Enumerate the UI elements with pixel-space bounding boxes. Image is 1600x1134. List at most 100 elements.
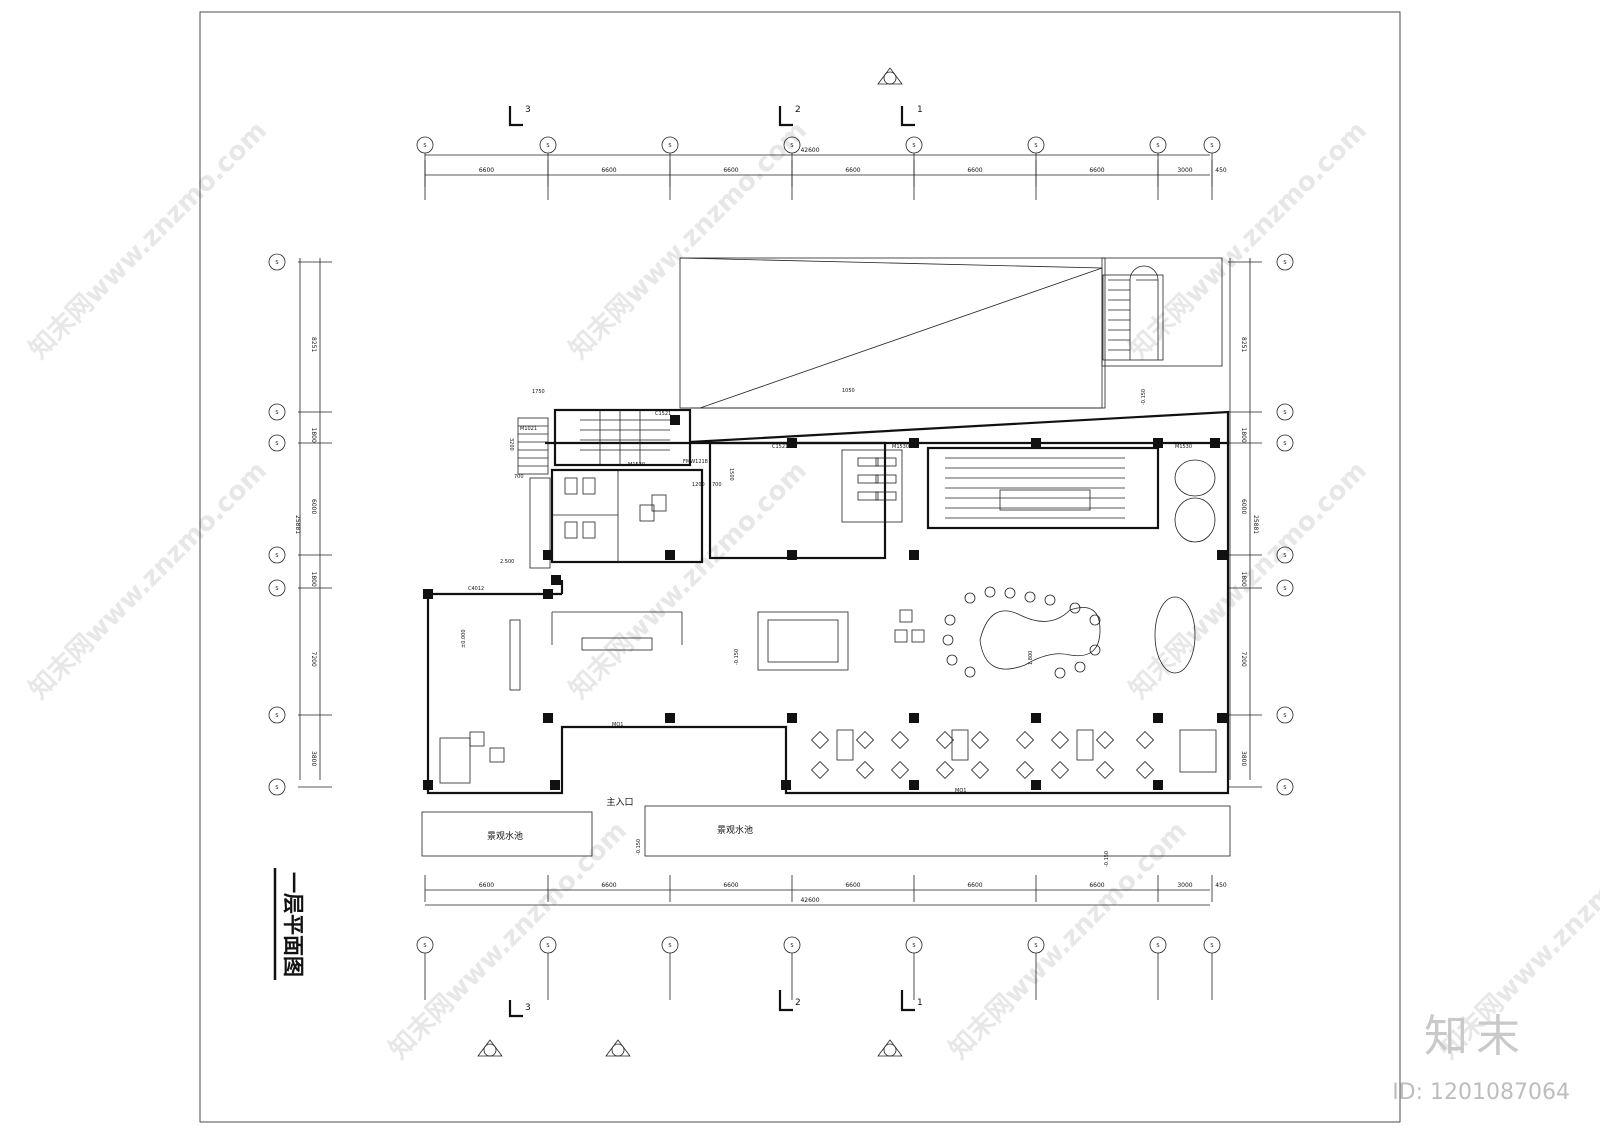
grid-bubble	[1203, 936, 1221, 954]
column	[1210, 438, 1220, 448]
grid-bubble-label: S	[275, 441, 278, 447]
grid-bubble	[539, 936, 557, 954]
level-1: ±0.000	[461, 629, 467, 648]
grid-bubble-label: S	[1283, 586, 1286, 592]
grid-bubble	[268, 546, 286, 564]
grid-bubble	[416, 936, 434, 954]
chair	[1095, 730, 1115, 750]
level-2: -0.150	[636, 839, 642, 855]
dim-label: 3800	[1240, 751, 1247, 766]
grid-bubble-label: S	[423, 143, 426, 149]
dim-label: 1800	[310, 572, 317, 587]
dim-label: 6600	[845, 167, 860, 174]
brand-logo: 知末	[1424, 1011, 1528, 1062]
dim-total-right: 25881	[1252, 515, 1259, 534]
chair	[935, 730, 955, 750]
section-mark-1-top: 1	[917, 105, 923, 115]
pool-right	[644, 805, 1231, 857]
level-4: -0.150	[1141, 389, 1147, 405]
columns-layer	[423, 415, 1227, 790]
upper-terrace	[679, 257, 1223, 409]
column	[909, 438, 919, 448]
dim-label: 6600	[479, 882, 494, 889]
chair	[1050, 730, 1070, 750]
section-marks: 3 2 1 3 2 1	[508, 105, 923, 1018]
grid-bubble	[783, 136, 801, 154]
grid-bubble-label: S	[275, 260, 278, 266]
grid-bubble-label: S	[275, 553, 278, 559]
chair	[1135, 730, 1155, 750]
furniture	[439, 459, 1217, 784]
dim-label: 450	[1215, 167, 1227, 174]
watermark: 知末网www.znzmo.com	[384, 816, 633, 1065]
watermark: 知末网www.znzmo.com	[944, 816, 1193, 1065]
grid-bubble-label: S	[275, 586, 278, 592]
drawing-id: ID: 1201087064	[1392, 1080, 1570, 1105]
dim-small: 1050	[842, 388, 855, 394]
central-table	[757, 611, 849, 671]
bar-counter	[979, 607, 1101, 670]
grid-bubble	[268, 434, 286, 452]
section-mark-1-bottom: 1	[917, 998, 923, 1008]
chair	[944, 614, 956, 626]
grid-bubble	[1276, 403, 1294, 421]
booth-table	[836, 729, 854, 761]
grid-bubble	[416, 136, 434, 154]
grid-bubble-label: S	[912, 143, 915, 149]
grid-bubble	[1276, 434, 1294, 452]
door-tag: M1530	[1175, 444, 1192, 450]
booth-table	[1076, 729, 1094, 761]
dim-label: 1800	[310, 428, 317, 443]
chair	[1054, 667, 1066, 679]
grid-bubble-label: S	[1034, 143, 1037, 149]
column	[543, 550, 553, 560]
section-mark-2-bottom: 2	[795, 998, 801, 1008]
section-mark-3-bottom: 3	[525, 1003, 531, 1013]
watermark: 知末网www.znzmo.com	[24, 116, 273, 365]
column	[787, 550, 797, 560]
dim-small: 700	[514, 474, 524, 480]
dim-small: 700	[712, 482, 722, 488]
watermark: 知末网www.znzmo.com	[564, 456, 813, 705]
dim-label: 6600	[967, 167, 982, 174]
core-area	[517, 408, 704, 569]
dim-label: 6600	[845, 882, 860, 889]
chair	[970, 730, 990, 750]
column	[550, 780, 560, 790]
column	[423, 589, 433, 599]
watermark: 知末网www.znzmo.com	[1124, 456, 1373, 705]
column	[909, 550, 919, 560]
grid-bubble	[783, 936, 801, 954]
column	[1031, 438, 1041, 448]
chair	[946, 654, 958, 666]
watermark: 知末网www.znzmo.com	[24, 456, 273, 705]
chair	[810, 730, 830, 750]
dim-label: 7200	[1240, 652, 1247, 667]
grid-bubble-label: S	[1283, 713, 1286, 719]
column	[665, 713, 675, 723]
chair	[1004, 587, 1016, 599]
column	[670, 415, 680, 425]
door-tag: C1521	[655, 411, 671, 417]
index-symbols	[477, 67, 903, 1057]
dim-total-top: 42600	[800, 147, 819, 154]
column	[787, 438, 797, 448]
dim-small: 1200	[692, 482, 705, 488]
column	[423, 780, 433, 790]
grid-bubble	[905, 136, 923, 154]
chair	[1050, 760, 1070, 780]
column	[1217, 550, 1227, 560]
chair	[890, 730, 910, 750]
grid-bubble	[268, 579, 286, 597]
chair	[964, 666, 976, 678]
dim-small: 2.500	[500, 559, 514, 565]
grid-bubble-label: S	[546, 943, 549, 949]
dim-label: 6600	[723, 882, 738, 889]
